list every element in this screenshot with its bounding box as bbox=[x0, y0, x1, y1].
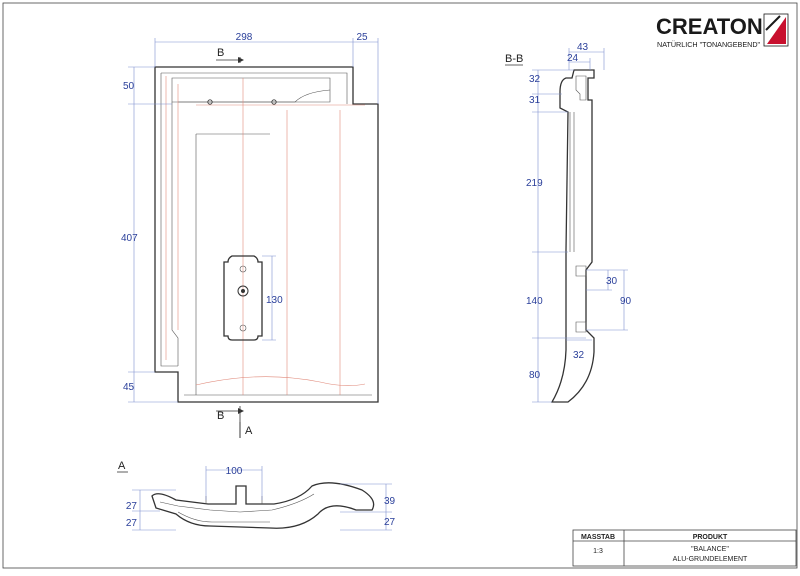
section-bb-title: B-B bbox=[505, 53, 523, 65]
section-bb: B-B 43 24 32 31 219 140 80 30 90 32 bbox=[505, 42, 632, 403]
dim-bb-90: 90 bbox=[620, 296, 632, 307]
dim-bb-31: 31 bbox=[529, 95, 541, 106]
plan-view: 298 25 50 407 45 130 B B A bbox=[121, 32, 379, 438]
title-block: MASSTAB PRODUKT 1:3 "BALANCE" ALU-GRUNDE… bbox=[572, 529, 797, 567]
product-type: ALU-GRUNDELEMENT bbox=[673, 556, 748, 563]
section-a-title: A bbox=[118, 460, 126, 472]
dim-bb-bottom-32: 32 bbox=[573, 350, 585, 361]
dim-top-band: 50 bbox=[123, 81, 135, 92]
creaton-logo: CREATON NATÜRLICH "TONANGEBEND" bbox=[656, 13, 789, 49]
dim-bb-219: 219 bbox=[526, 178, 543, 189]
section-mark-bottom: B bbox=[217, 410, 224, 422]
dim-bb-top-width: 43 bbox=[577, 42, 589, 53]
dim-bb-80: 80 bbox=[529, 370, 541, 381]
brand-mark-icon bbox=[763, 13, 789, 47]
dim-a-27-lower: 27 bbox=[126, 518, 138, 529]
scale-value: 1:3 bbox=[593, 548, 603, 555]
dim-plate-height: 130 bbox=[266, 295, 283, 306]
dim-bb-32: 32 bbox=[529, 74, 541, 85]
dim-a-39: 39 bbox=[384, 496, 396, 507]
dim-a-27-upper: 27 bbox=[126, 501, 138, 512]
sheet-frame bbox=[2, 2, 798, 569]
dim-width: 298 bbox=[236, 32, 253, 43]
product-header: PRODUKT bbox=[693, 534, 728, 541]
brand-tagline: NATÜRLICH "TONANGEBEND" bbox=[657, 40, 761, 49]
brand-name: CREATON bbox=[656, 14, 763, 39]
dim-a-100: 100 bbox=[226, 466, 243, 477]
dim-bb-140: 140 bbox=[526, 296, 543, 307]
dim-height: 407 bbox=[121, 233, 138, 244]
dim-bottom-band: 45 bbox=[123, 382, 135, 393]
section-a: A 100 27 27 39 27 bbox=[117, 460, 396, 531]
product-name: "BALANCE" bbox=[691, 546, 729, 553]
dim-a-27-right: 27 bbox=[384, 517, 396, 528]
alu-plate bbox=[223, 255, 263, 341]
section-view-mark: A bbox=[245, 425, 253, 437]
dim-overhang: 25 bbox=[356, 32, 368, 43]
section-mark-top: B bbox=[217, 47, 224, 59]
scale-header: MASSTAB bbox=[581, 534, 615, 541]
dim-bb-head-width: 24 bbox=[567, 53, 579, 64]
dim-bb-30: 30 bbox=[606, 276, 618, 287]
tile-outline bbox=[154, 66, 379, 403]
